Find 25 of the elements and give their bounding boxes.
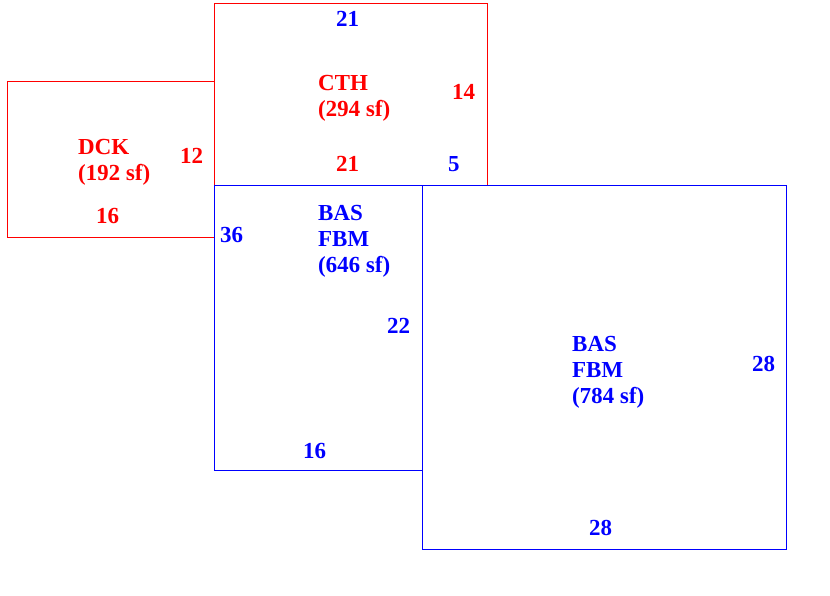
area-label: FBM	[572, 357, 624, 383]
dimension-label: 16	[303, 438, 326, 464]
dimension-label: 21	[336, 6, 359, 32]
dimension-label: 28	[589, 515, 612, 541]
dimension-label: 16	[96, 203, 119, 229]
area-label: (192 sf)	[78, 160, 150, 186]
area-label: FBM	[318, 226, 370, 252]
room-outline	[7, 81, 215, 238]
area-label: (294 sf)	[318, 96, 390, 122]
room-outline	[214, 185, 423, 471]
area-label: CTH	[318, 70, 369, 96]
area-label: (646 sf)	[318, 252, 390, 278]
area-label: BAS	[318, 200, 364, 226]
area-label: (784 sf)	[572, 383, 644, 409]
dimension-label: 36	[220, 222, 243, 248]
area-label: BAS	[572, 331, 618, 357]
room-outline	[214, 3, 488, 186]
dimension-label: 28	[752, 351, 775, 377]
dimension-label: 5	[448, 151, 460, 177]
dimension-label: 21	[336, 151, 359, 177]
area-label: DCK	[78, 134, 130, 160]
room-outline	[422, 185, 787, 550]
dimension-label: 22	[387, 313, 410, 339]
dimension-label: 14	[452, 79, 475, 105]
dimension-label: 12	[180, 143, 203, 169]
